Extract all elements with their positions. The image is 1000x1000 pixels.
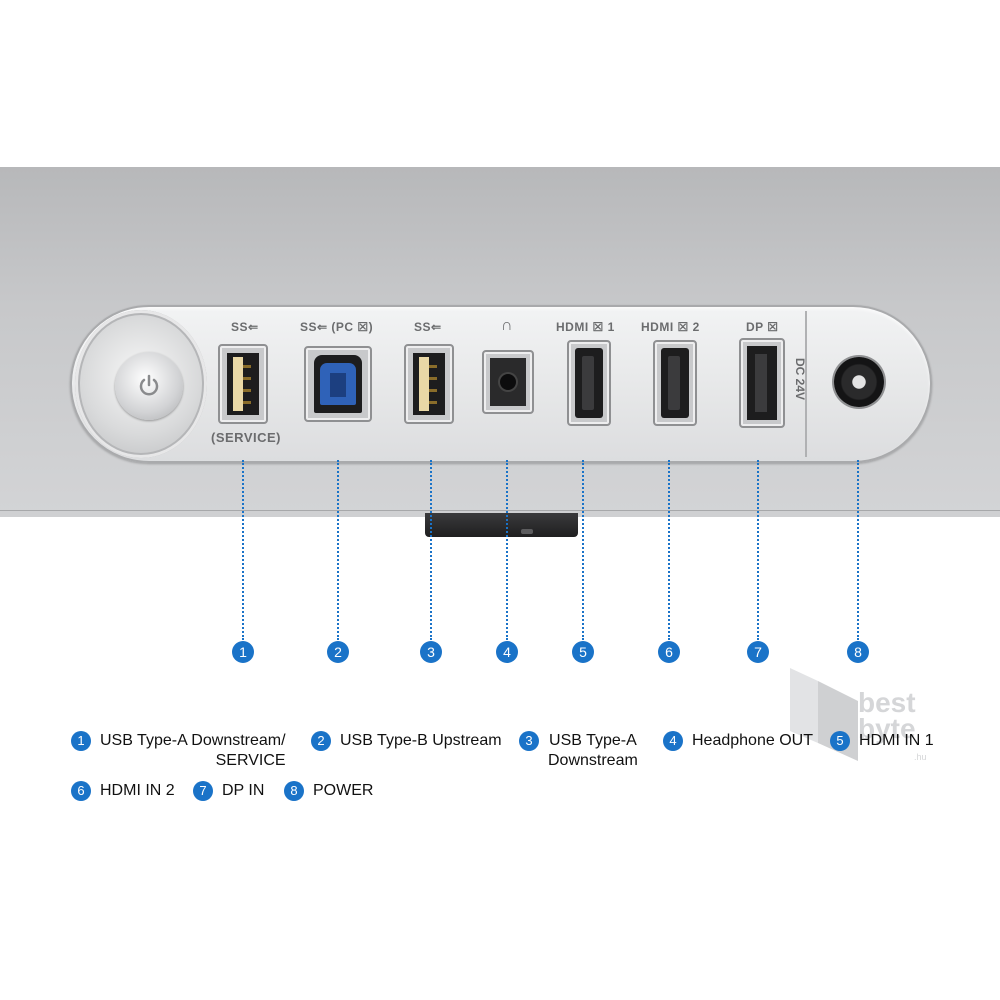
legend-text: USB Type-B Upstream <box>340 732 502 749</box>
legend-badge: 5 <box>830 731 850 751</box>
callout-line <box>506 460 508 640</box>
hdmi2-top-label: HDMI ☒ 2 <box>641 320 700 334</box>
callout-line <box>582 460 584 640</box>
callout-badge-3: 3 <box>420 641 442 663</box>
legend-item-5: 5 HDMI IN 1 <box>830 731 934 751</box>
power-icon <box>139 374 159 396</box>
stand-mount <box>425 513 578 537</box>
legend-badge: 4 <box>663 731 683 751</box>
panel-divider <box>805 311 807 457</box>
headphone-icon: ∩ <box>501 317 514 334</box>
usb-a2-top-label: SS⇐ <box>414 320 442 334</box>
legend-item-8: 8 POWER <box>284 781 373 801</box>
usb-a-port[interactable] <box>404 344 454 424</box>
power-button[interactable] <box>115 352 183 420</box>
legend-item-1: 1 USB Type-A Downstream/ SERVICE <box>71 731 286 771</box>
legend-badge: 2 <box>311 731 331 751</box>
callout-badge-5: 5 <box>572 641 594 663</box>
callout-line <box>242 460 244 640</box>
callout-line <box>668 460 670 640</box>
usb-a-service-port[interactable] <box>218 344 268 424</box>
dp-top-label: DP ☒ <box>746 320 779 334</box>
dc-power-port[interactable] <box>834 357 884 407</box>
legend-badge: 1 <box>71 731 91 751</box>
callout-badge-1: 1 <box>232 641 254 663</box>
callout-badge-2: 2 <box>327 641 349 663</box>
headphone-port[interactable] <box>482 350 534 414</box>
callout-line <box>337 460 339 640</box>
legend-badge: 7 <box>193 781 213 801</box>
legend-text: HDMI IN 1 <box>859 732 934 749</box>
legend-badge: 3 <box>519 731 539 751</box>
legend-badge: 6 <box>71 781 91 801</box>
callout-line <box>430 460 432 640</box>
legend-item-7: 7 DP IN <box>193 781 264 801</box>
usb-service-top-label: SS⇐ <box>231 320 259 334</box>
legend-item-3: 3 USB Type-A Downstream <box>519 731 638 771</box>
hdmi2-port[interactable] <box>653 340 697 426</box>
legend-item-2: 2 USB Type-B Upstream <box>311 731 502 751</box>
dc-label: DC 24V <box>793 358 807 401</box>
legend-text: USB Type-A Downstream/ SERVICE <box>100 732 286 769</box>
watermark-tld: .hu <box>914 752 927 762</box>
legend-text: DP IN <box>222 782 265 799</box>
callout-badge-7: 7 <box>747 641 769 663</box>
watermark-text: best byte <box>858 687 916 744</box>
legend-text: HDMI IN 2 <box>100 782 175 799</box>
usb-b-port[interactable] <box>304 346 372 422</box>
callout-line <box>757 460 759 640</box>
usb-b-top-label: SS⇐ (PC ☒) <box>300 320 374 334</box>
callout-badge-4: 4 <box>496 641 518 663</box>
legend-text: POWER <box>313 782 374 799</box>
legend-text: Headphone OUT <box>692 732 813 749</box>
callout-badge-6: 6 <box>658 641 680 663</box>
callout-badge-8: 8 <box>847 641 869 663</box>
dp-port[interactable] <box>739 338 785 428</box>
hdmi1-port[interactable] <box>567 340 611 426</box>
hdmi1-top-label: HDMI ☒ 1 <box>556 320 615 334</box>
usb-service-bottom-label: (SERVICE) <box>211 430 281 445</box>
legend-badge: 8 <box>284 781 304 801</box>
legend-text: USB Type-A Downstream <box>548 732 638 769</box>
legend-item-4: 4 Headphone OUT <box>663 731 813 751</box>
callout-line <box>857 460 859 640</box>
legend-item-6: 6 HDMI IN 2 <box>71 781 175 801</box>
